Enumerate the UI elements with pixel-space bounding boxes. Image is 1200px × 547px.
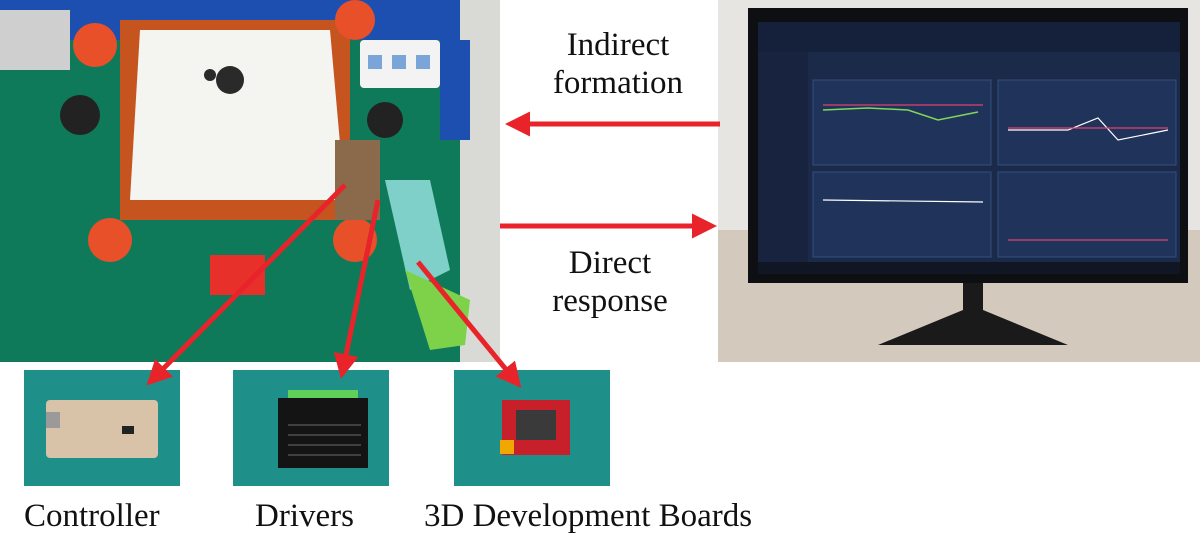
indirect-line-2: formation (552, 65, 684, 101)
boards-photo (454, 370, 610, 486)
monitor-photo (718, 0, 1200, 362)
direct-line-2: response (552, 283, 668, 319)
indirect-formation-label: Indirect formation (538, 26, 698, 102)
indirect-line-1: Indirect (566, 27, 670, 63)
drivers-photo (233, 370, 389, 486)
controller-caption: Controller (24, 498, 160, 534)
robot-photo (0, 0, 500, 362)
controller-photo (24, 370, 180, 486)
direct-line-1: Direct (568, 245, 652, 281)
drivers-caption: Drivers (255, 498, 354, 534)
boards-caption: 3D Development Boards (424, 498, 753, 534)
direct-response-label: Direct response (530, 244, 690, 320)
